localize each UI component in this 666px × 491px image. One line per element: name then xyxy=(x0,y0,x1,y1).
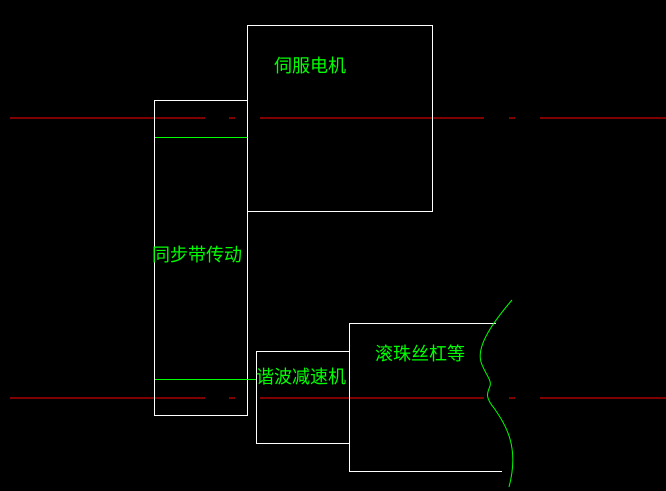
ball-screw-outline xyxy=(349,323,502,472)
timing-belt-box xyxy=(154,100,248,416)
servo-motor-label: 伺服电机 xyxy=(274,56,346,77)
timing-belt-label: 同步带传动 xyxy=(152,245,242,266)
break-line xyxy=(479,299,514,488)
ball-screw-label: 滚珠丝杠等 xyxy=(375,344,465,365)
harmonic-reducer-label: 谐波减速机 xyxy=(256,367,346,388)
